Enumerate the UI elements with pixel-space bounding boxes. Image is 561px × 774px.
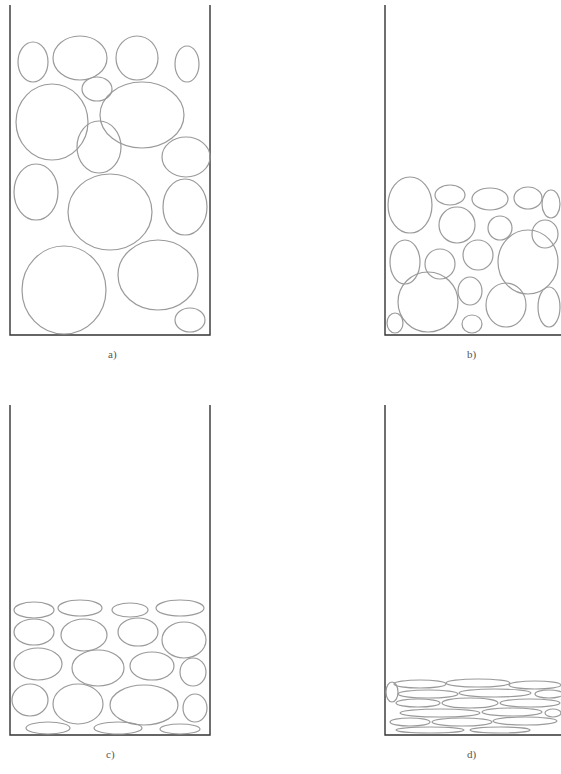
container-b [385, 5, 561, 335]
panel-label: d) [467, 748, 476, 760]
panel-label: b) [467, 348, 476, 360]
panel-label: a) [108, 348, 117, 360]
panel-label: c) [106, 748, 115, 760]
container-d [385, 405, 561, 735]
container-c [10, 405, 210, 735]
container-a [10, 5, 210, 335]
